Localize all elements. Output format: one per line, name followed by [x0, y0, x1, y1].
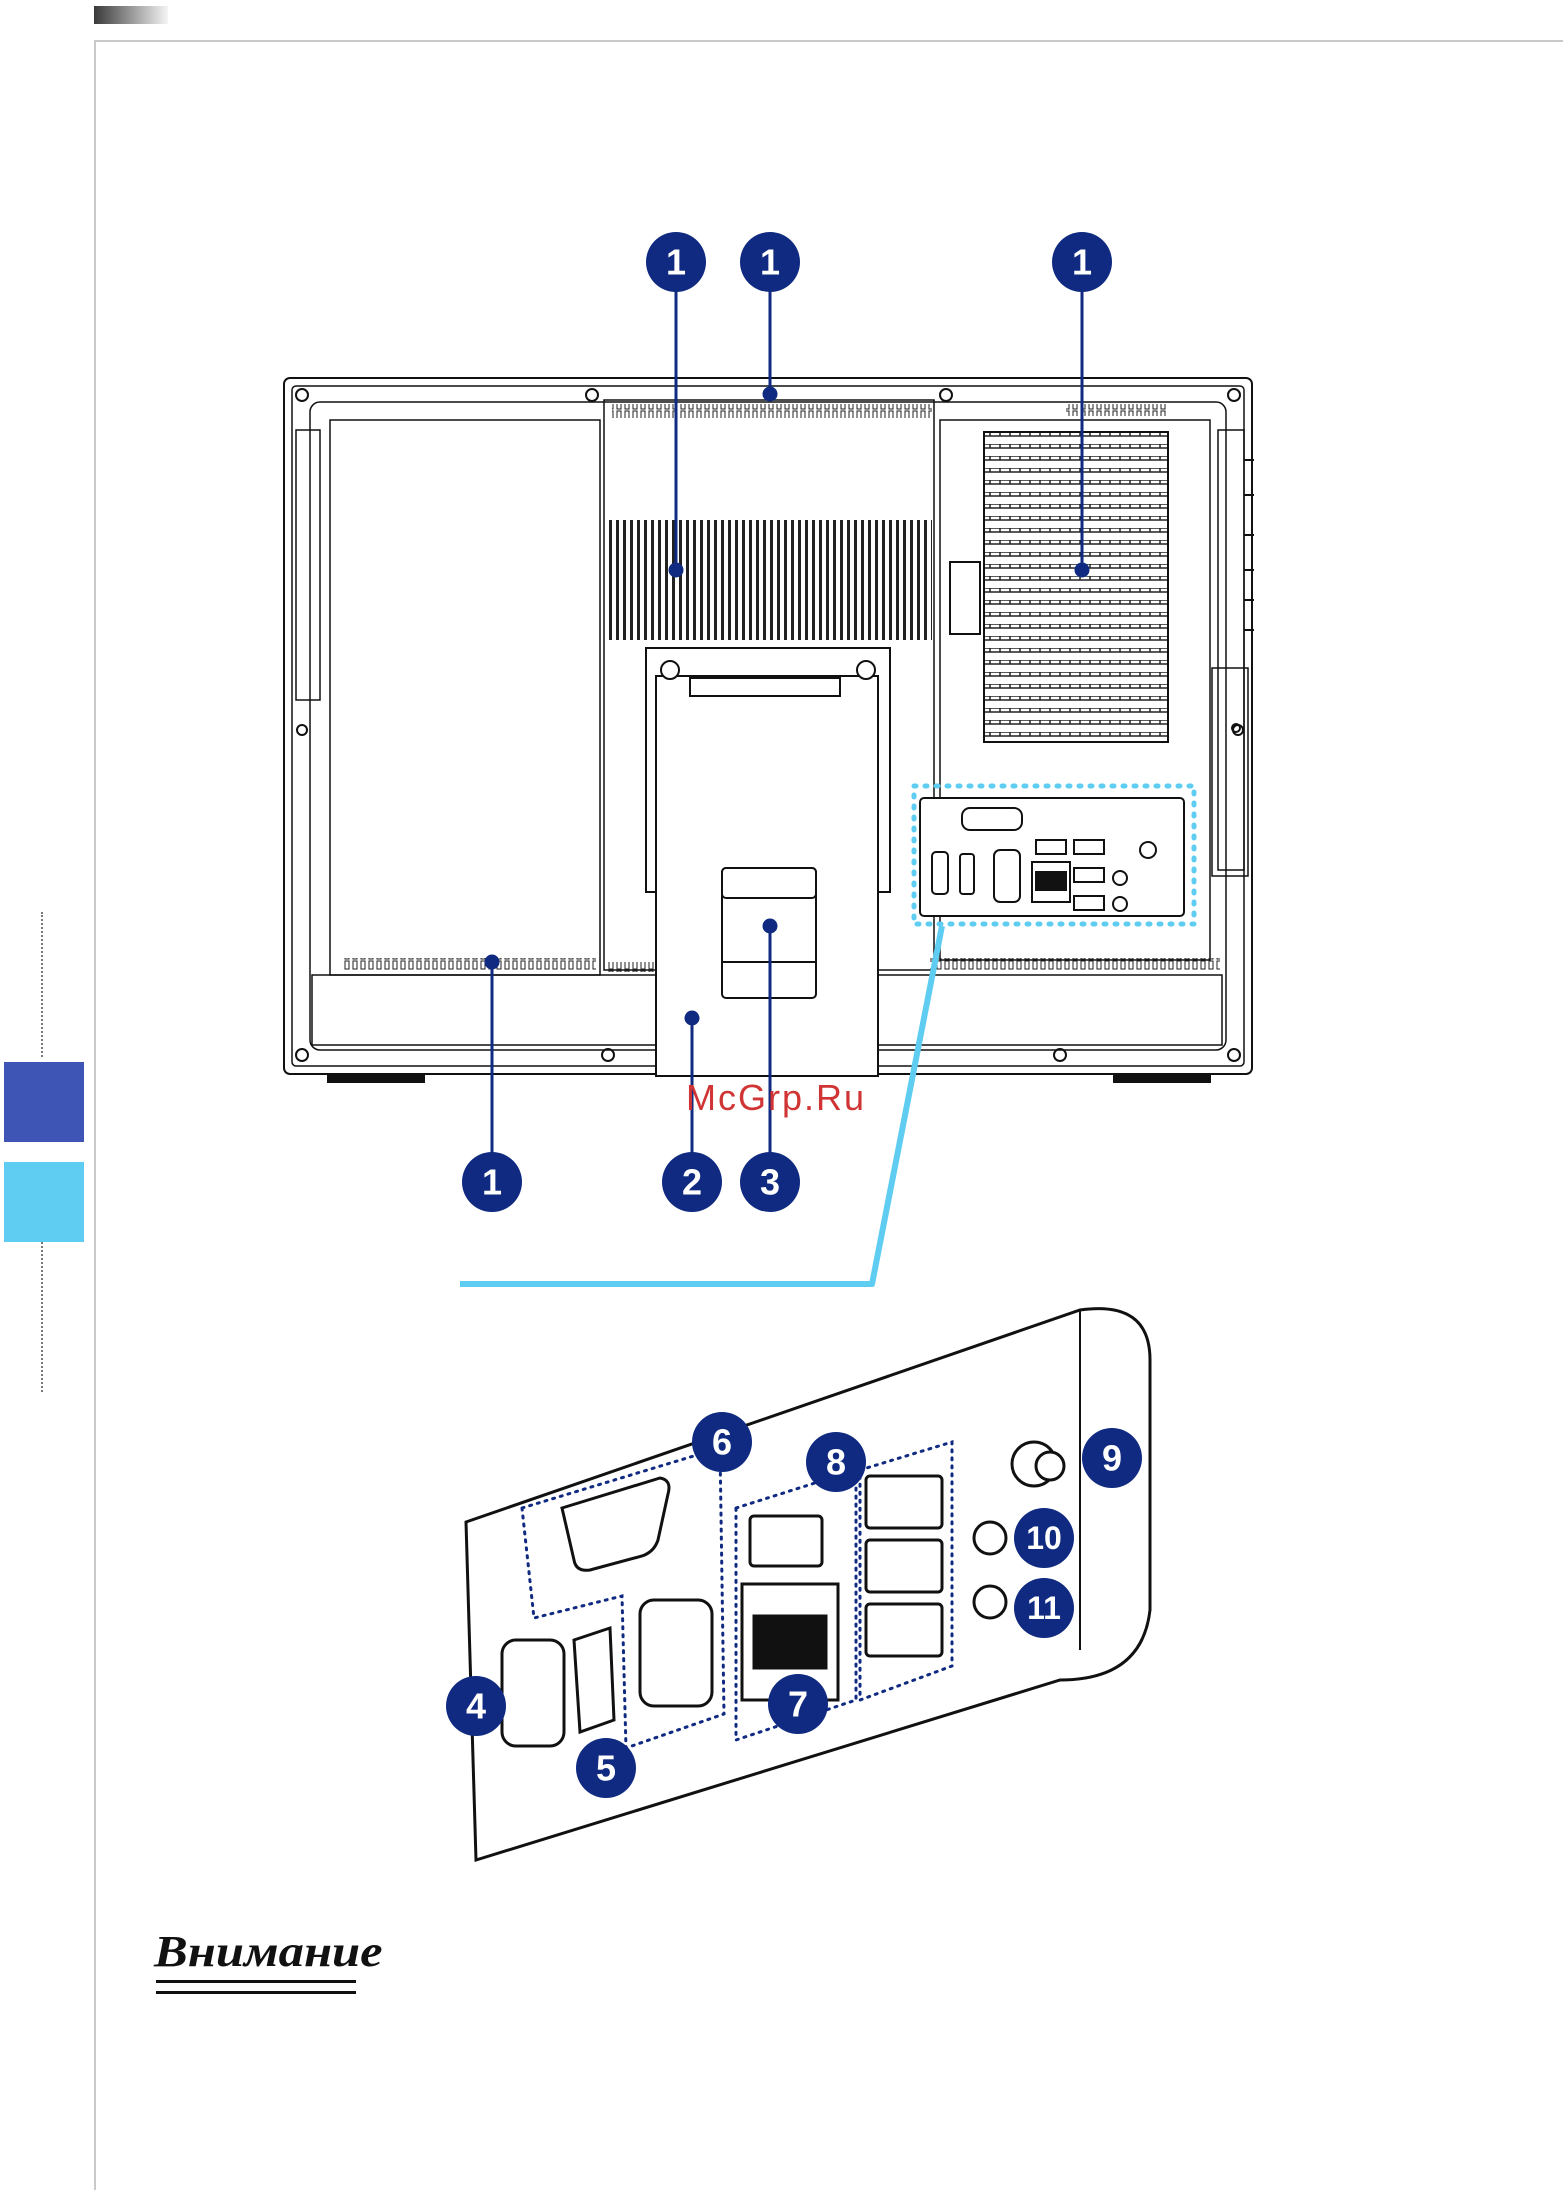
vent-top [612, 404, 932, 418]
callout-6-label: 6 [712, 1422, 732, 1463]
callout-8-label: 8 [826, 1442, 846, 1483]
callout-2-label: 2 [682, 1162, 702, 1203]
io-panel [920, 798, 1184, 916]
callout-1-label: 1 [482, 1162, 502, 1203]
callout-4-label: 4 [466, 1686, 486, 1727]
watermark: McGrp.Ru [686, 1077, 866, 1119]
callout-1-label: 1 [1072, 242, 1092, 283]
callout-10-label: 10 [1026, 1520, 1062, 1556]
vent-bottom-left [344, 958, 596, 970]
notice-underline [156, 1980, 356, 1994]
callout-1-label: 1 [666, 242, 686, 283]
vent-bottom-mid [606, 962, 662, 972]
vent-center [608, 520, 932, 640]
callout-9-label: 9 [1102, 1438, 1122, 1479]
callout-1-label: 1 [760, 242, 780, 283]
callout-7-label: 7 [788, 1684, 808, 1725]
vent-bottom-right [930, 958, 1220, 970]
vent-right [984, 432, 1168, 742]
callout-5-label: 5 [596, 1748, 616, 1789]
monitor-stand [646, 648, 890, 1076]
notice-heading: Внимание [154, 1928, 383, 1976]
callout-11-label: 11 [1027, 1590, 1061, 1626]
callout-3-label: 3 [760, 1162, 780, 1203]
